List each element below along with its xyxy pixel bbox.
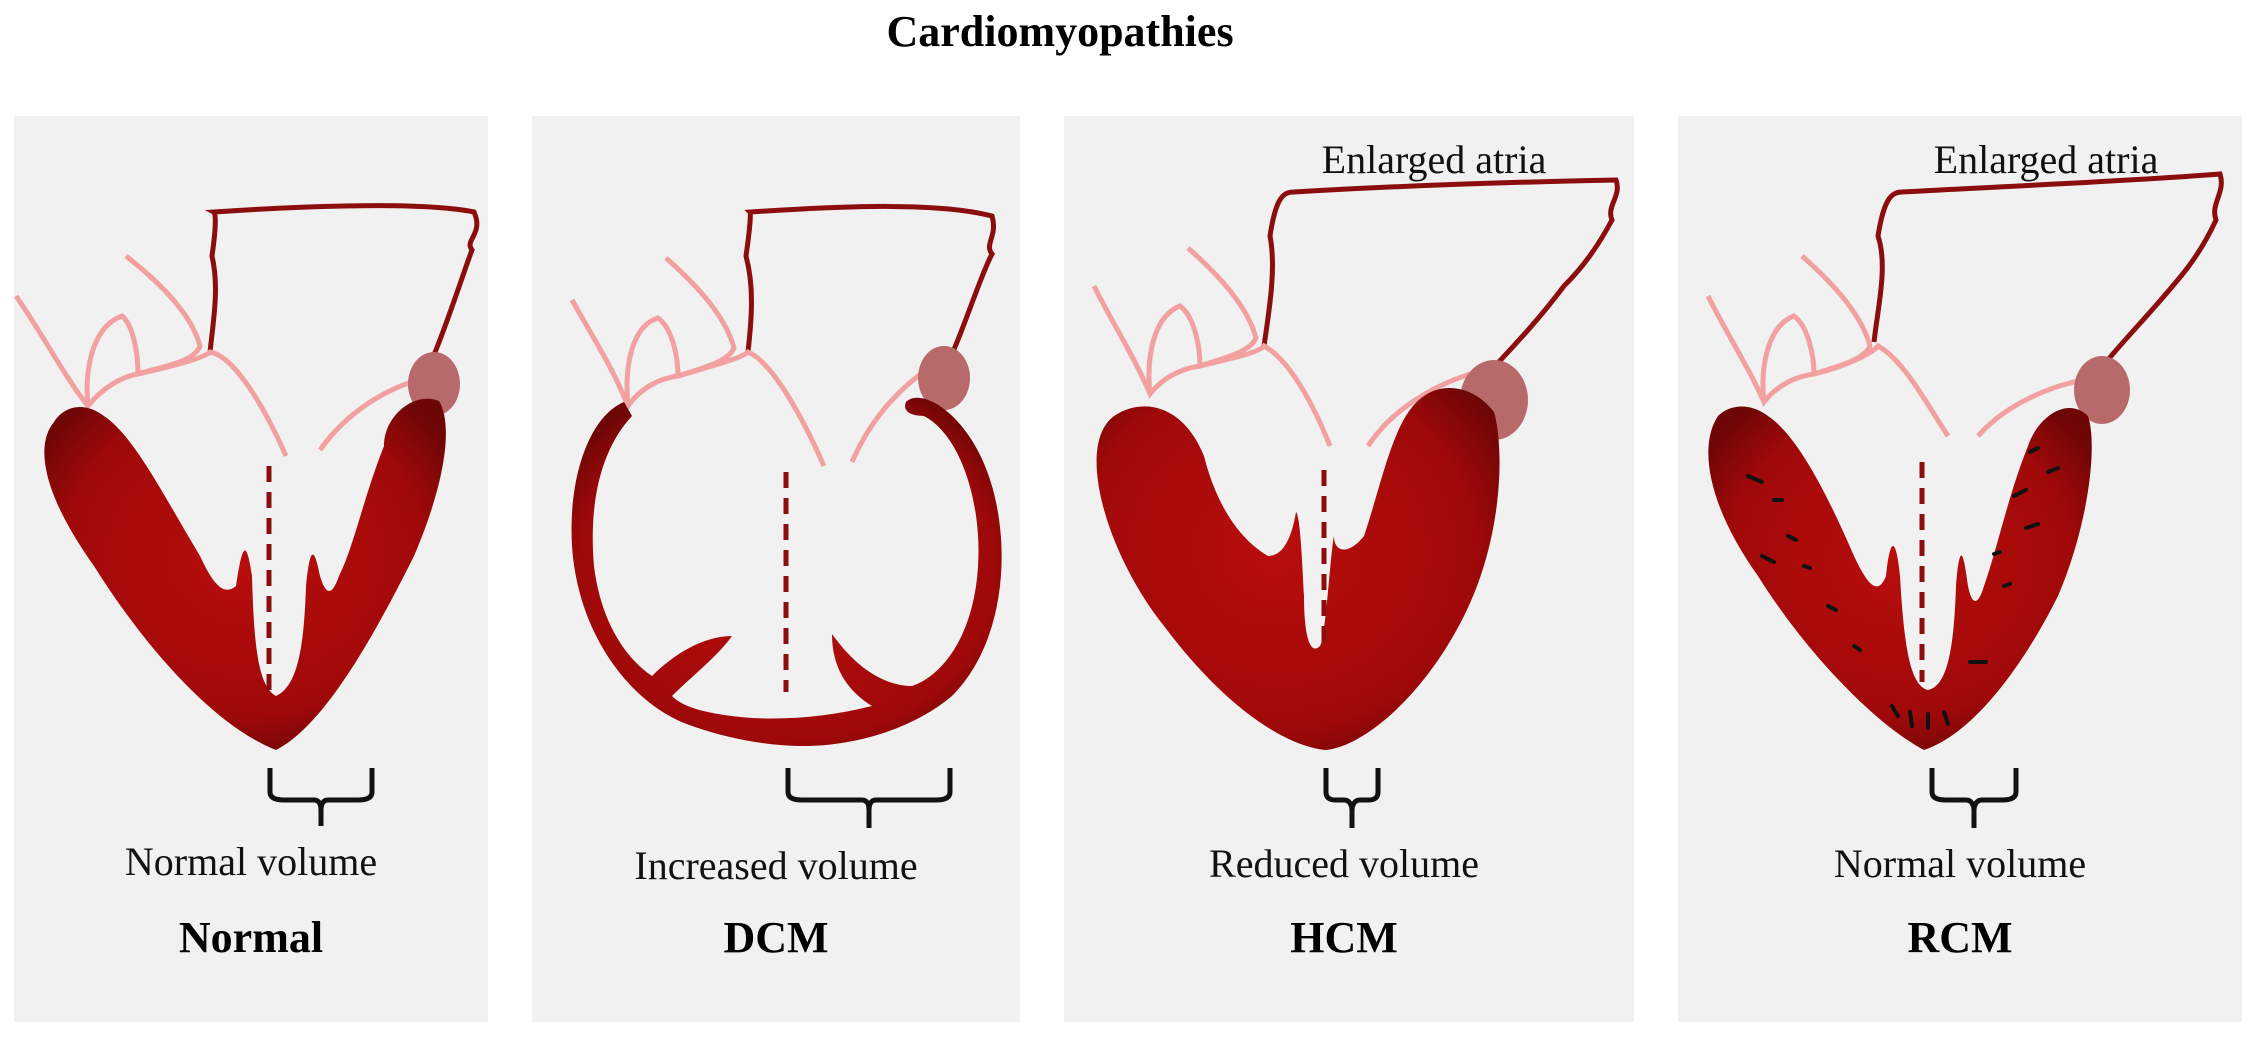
panel-dcm: Increased volume DCM	[532, 116, 1020, 1022]
normal-heart-illustration	[14, 203, 480, 826]
volume-label: Normal volume	[124, 839, 378, 884]
vessel-arc-2	[1800, 254, 1873, 377]
rcm-heart-illustration	[1705, 171, 2224, 828]
volume-label: Increased volume	[634, 843, 918, 888]
fibrosis-marks	[1746, 446, 2060, 730]
panel-rcm: Enlarged atria Normal volume RCM	[1678, 116, 2242, 1022]
volume-label: Normal volume	[1833, 841, 2087, 886]
volume-label: Reduced volume	[1209, 841, 1479, 886]
fibrosis-mark	[1942, 710, 1950, 726]
fibrosis-mark	[1852, 644, 1862, 652]
ventricle-wall	[44, 398, 446, 750]
panel-label: HCM	[1290, 913, 1398, 962]
enlarged-atria-label: Enlarged atria	[1933, 137, 2159, 182]
atrium-outline	[204, 203, 480, 398]
valve-blob	[918, 346, 970, 410]
atrium-outline	[1871, 171, 2224, 374]
fibrosis-mark	[1890, 704, 1900, 718]
panel-label: DCM	[723, 913, 829, 962]
fibrosis-mark	[2046, 466, 2060, 474]
volume-bracket	[1323, 768, 1381, 828]
dcm-heart-illustration	[569, 203, 1002, 828]
panel-label: RCM	[1907, 913, 2013, 962]
vessel-arc-1	[1760, 313, 1817, 403]
fibrosis-mark	[1760, 554, 1776, 564]
vessel-arc-2	[124, 254, 203, 377]
fibrosis-mark	[1802, 564, 1812, 570]
ventricle-wall	[1708, 406, 2092, 750]
ventricle-wall	[1096, 388, 1500, 750]
fibrosis-mark	[2024, 522, 2040, 530]
fibrosis-mark	[1826, 604, 1838, 612]
atrium-outline	[1261, 177, 1620, 380]
fibrosis-mark	[2002, 582, 2012, 588]
volume-bracket	[785, 768, 953, 828]
fibrosis-mark	[2028, 446, 2040, 454]
vessel-arc-2	[1186, 246, 1259, 369]
enlarged-atria-label: Enlarged atria	[1321, 137, 1547, 182]
figure-title: Cardiomyopathies	[886, 7, 1234, 56]
fibrosis-mark	[1786, 534, 1798, 542]
fibrosis-mark	[1746, 474, 1764, 484]
volume-bracket	[267, 768, 375, 826]
panel-hcm: Enlarged atria Reduced volume HCM	[1064, 116, 1634, 1022]
fibrosis-mark	[1908, 710, 1914, 728]
vessel-arc-1	[624, 315, 681, 407]
volume-bracket	[1929, 768, 2019, 828]
fibrosis-mark	[2012, 488, 2028, 498]
panel-label: Normal	[178, 913, 324, 962]
vessel-arc-1	[1146, 303, 1203, 395]
vessel-arc-2	[664, 256, 737, 379]
atrium-outline	[743, 203, 996, 378]
valve-blob	[2074, 356, 2130, 424]
fibrosis-mark	[1992, 550, 2002, 556]
panel-normal: Normal volume Normal	[14, 116, 488, 1022]
vessel-arc-1	[84, 313, 141, 407]
ventricle-wall	[571, 397, 1002, 746]
hcm-heart-illustration	[1091, 177, 1620, 828]
